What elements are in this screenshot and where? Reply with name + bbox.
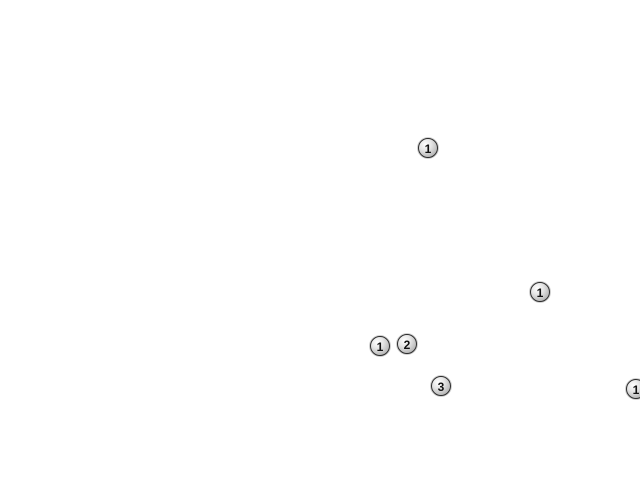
cluster-marker[interactable]: 1 [626, 379, 640, 399]
cluster-marker[interactable]: 2 [397, 334, 417, 354]
cluster-count: 1 [376, 339, 384, 354]
cluster-marker[interactable]: 1 [530, 282, 550, 302]
cluster-marker[interactable]: 1 [370, 336, 390, 356]
cluster-marker[interactable]: 3 [431, 376, 451, 396]
cluster-marker[interactable]: 1 [418, 138, 438, 158]
cluster-count: 1 [424, 141, 432, 156]
cluster-count: 3 [437, 379, 445, 394]
cluster-count: 2 [403, 337, 411, 352]
cluster-count: 1 [632, 382, 640, 397]
cluster-count: 1 [536, 285, 544, 300]
